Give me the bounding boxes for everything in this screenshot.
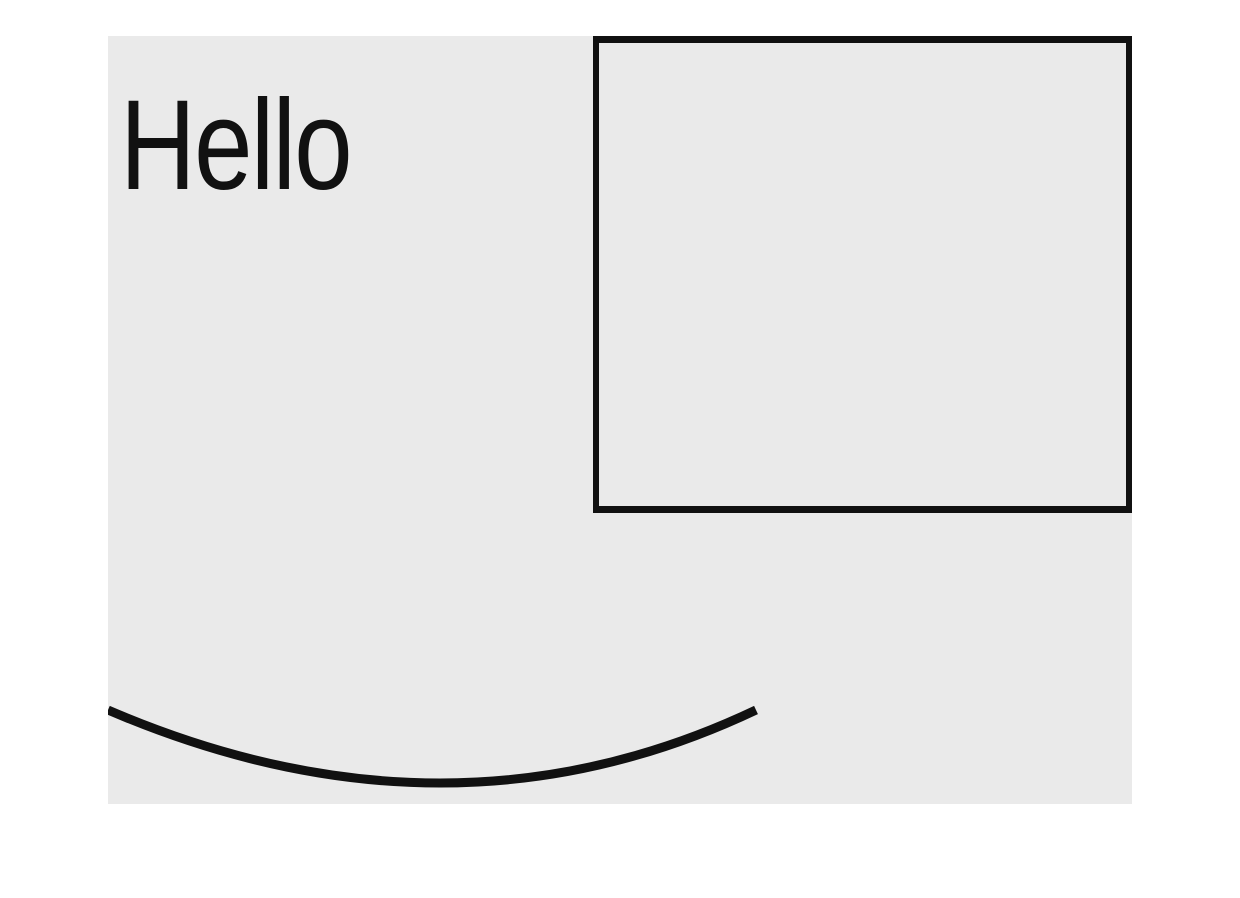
- curved-line: [108, 705, 758, 788]
- hello-text: Hello: [120, 74, 353, 217]
- rectangle-shape: [593, 36, 1132, 513]
- curve-layer: [108, 705, 758, 788]
- drawing-canvas: Hello: [108, 36, 1132, 804]
